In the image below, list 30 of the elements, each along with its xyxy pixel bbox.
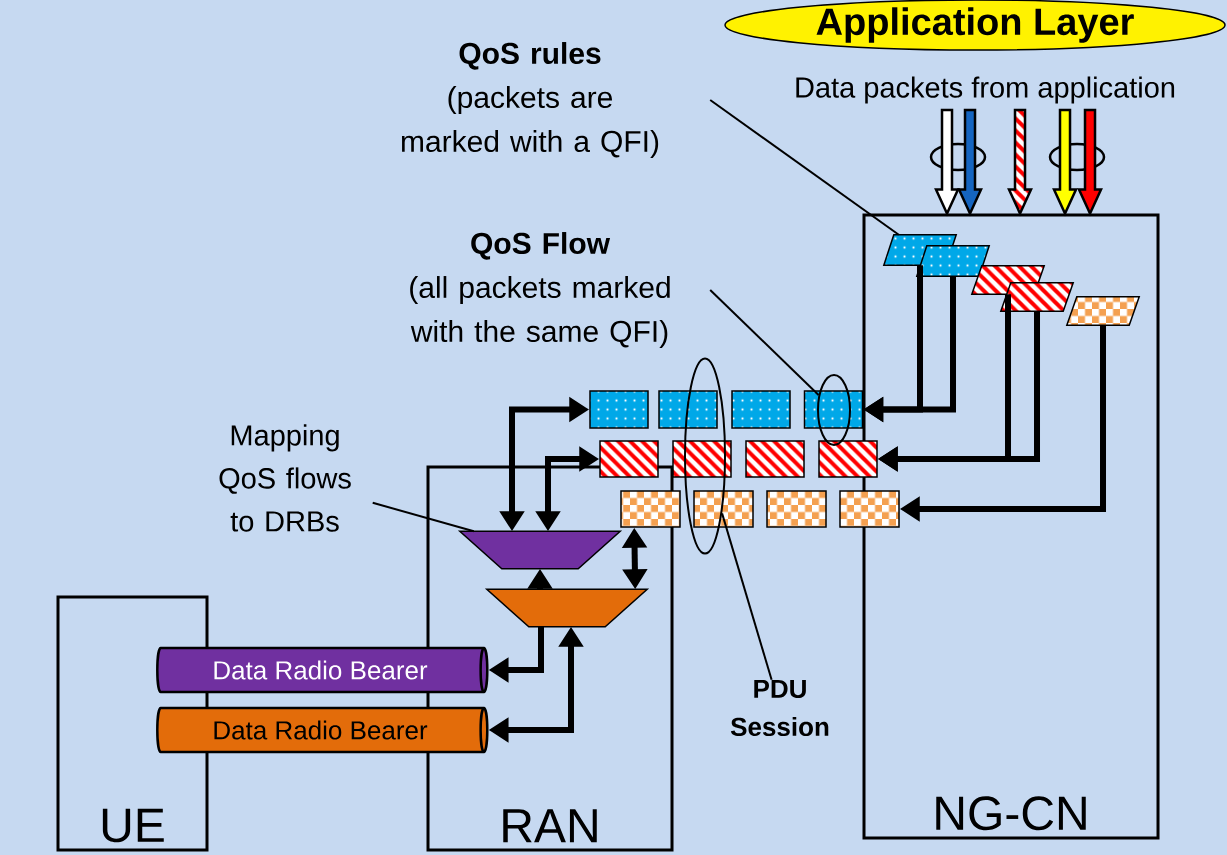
arrow (957, 108, 983, 217)
packet-box (839, 490, 900, 528)
packet-box (745, 440, 805, 478)
loop-mark (684, 357, 726, 555)
radio-bearer-cylinder: Data Radio Bearer (156, 646, 489, 694)
packet-box (693, 490, 754, 528)
arrow (1052, 108, 1078, 217)
leader-line (721, 512, 773, 681)
packet-box (731, 390, 791, 429)
callout-text: QoS rules (packets are marked with a QFI) (401, 42, 659, 158)
packet-box (766, 490, 827, 528)
packet-box (589, 390, 649, 429)
packet-box (658, 390, 718, 429)
loop-mark (817, 374, 851, 446)
packet-box (620, 490, 681, 528)
leader-line (709, 99, 900, 236)
callout-text: Mapping QoS flows to DRBs (219, 424, 351, 532)
packet-box (803, 390, 864, 429)
leader-line (371, 501, 475, 533)
packet-box (818, 440, 878, 478)
callout-text: PDU Session (730, 679, 829, 737)
network-box: UE (56, 595, 209, 852)
radio-bearer-cylinder: Data Radio Bearer (156, 706, 489, 754)
leader-line (709, 289, 820, 396)
arrow (934, 108, 960, 217)
packet-box (599, 440, 659, 478)
callout-text: QoS Flow (all packets marked with the same QFI) (410, 232, 670, 348)
packet-box (672, 440, 732, 478)
arrow (1077, 108, 1103, 217)
network-box: NG-CN (862, 213, 1160, 840)
